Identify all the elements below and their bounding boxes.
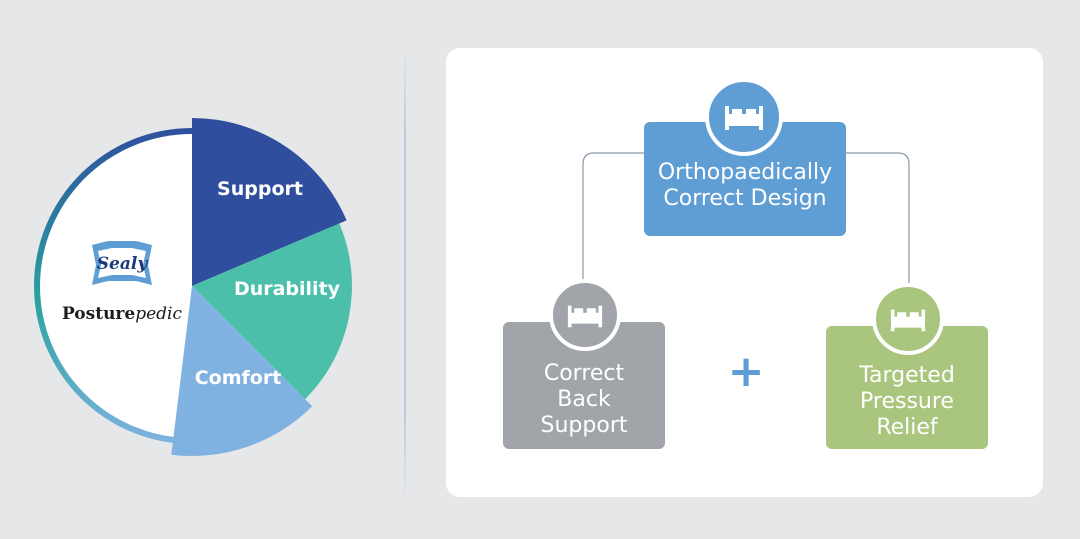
wheel-label-comfort: Comfort xyxy=(195,367,282,389)
box-right-label: Targeted Pressure Relief xyxy=(859,362,955,440)
vertical-divider xyxy=(404,44,406,502)
connector-left xyxy=(582,152,644,279)
wheel-segment-support xyxy=(192,118,347,286)
sealy-logo: Sealy xyxy=(92,241,152,285)
plus-operator: + xyxy=(727,346,765,397)
box-top-label: Orthopaedically Correct Design xyxy=(657,160,833,211)
wheel-label-durability: Durability xyxy=(234,278,341,300)
bed-icon xyxy=(872,283,944,355)
box-left-label: Correct Back Support xyxy=(540,360,628,438)
wheel-label-support: Support xyxy=(217,178,303,200)
brand-bottom-text: Posturepedic xyxy=(62,304,182,324)
bed-icon xyxy=(549,279,621,351)
bed-icon xyxy=(705,78,783,156)
brand-top-text: Sealy xyxy=(97,254,149,274)
wheel-segment-comfort xyxy=(171,286,313,456)
wheel-segment-durability xyxy=(192,223,352,400)
connector-right xyxy=(846,152,910,283)
